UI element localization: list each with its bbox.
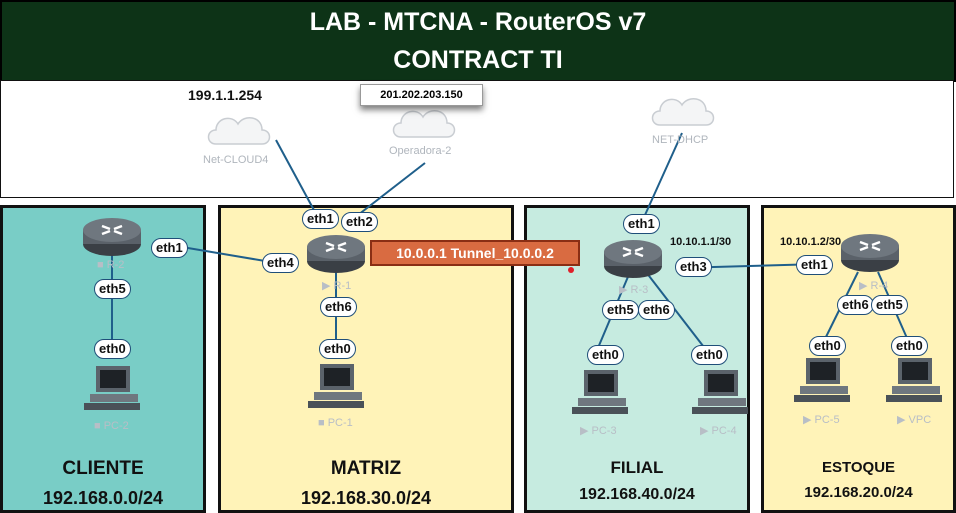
r3-eth5-label: eth5	[602, 300, 639, 320]
pc2-label: ■ PC-2	[94, 420, 129, 432]
pc4-eth0-label: eth0	[691, 345, 728, 365]
vpc-label: ▶ VPC	[897, 414, 932, 426]
pc3-label: ▶ PC-3	[580, 425, 617, 437]
pc4-label: ▶ PC-4	[700, 425, 737, 437]
r3-eth6-label: eth6	[638, 300, 675, 320]
tunnel-box: 10.0.0.1 Tunnel_10.0.0.2	[370, 240, 580, 266]
zone-estoque-name: ESTOQUE	[821, 459, 896, 476]
router-icon[interactable]	[81, 216, 143, 258]
zone-estoque-net: 192.168.20.0/24	[804, 484, 913, 501]
r1-eth1-label: eth1	[302, 209, 339, 229]
cloud-icon	[207, 117, 271, 145]
zone-cliente-net: 192.168.0.0/24	[42, 488, 164, 508]
pc1-label: ■ PC-1	[318, 417, 353, 429]
vpc-eth0-label: eth0	[891, 336, 928, 356]
zone-matriz-name: MATRIZ	[330, 458, 402, 479]
r4-eth1-ip: 10.10.1.2/30	[780, 236, 842, 248]
operadora2-label: Operadora-2	[389, 145, 452, 157]
pc-icon[interactable]	[84, 366, 140, 410]
link-dot	[568, 267, 574, 273]
r4-eth5-label: eth5	[871, 295, 908, 315]
r4-label: ▶ R-4	[859, 280, 889, 292]
r3-eth3-ip: 10.10.1.1/30	[670, 236, 732, 248]
diagram-title: LAB - MTCNA - RouterOS v7	[309, 8, 647, 36]
pc-icon[interactable]	[572, 370, 628, 414]
pc5-label: ▶ PC-5	[803, 414, 840, 426]
zone-cliente-name: CLIENTE	[62, 458, 144, 479]
zone-filial-net: 192.168.40.0/24	[579, 486, 695, 503]
r2-eth1-label: eth1	[151, 238, 188, 258]
net-dhcp-label: NET-DHCP	[652, 134, 709, 146]
r4-eth6-label: eth6	[837, 295, 874, 315]
pc3-eth0-label: eth0	[587, 345, 624, 365]
diagram-header: LAB - MTCNA - RouterOS v7 CONTRACT TI	[0, 0, 956, 82]
cloud-icon	[651, 98, 715, 126]
r3-label: ▶ R-3	[619, 284, 649, 296]
pc-icon[interactable]	[308, 364, 364, 408]
r1-eth2-label: eth2	[341, 212, 378, 232]
r1-label: ▶ R-1	[322, 280, 352, 292]
router-icon[interactable]	[305, 233, 367, 275]
pc-icon[interactable]	[692, 370, 748, 414]
pc-icon[interactable]	[886, 358, 942, 402]
net-cloud4-ip: 199.1.1.254	[188, 87, 262, 103]
router-icon[interactable]	[839, 232, 901, 274]
pc1-eth0-label: eth0	[319, 339, 356, 359]
zone-matriz-net: 192.168.30.0/24	[300, 488, 432, 508]
r1-eth4-label: eth4	[262, 253, 299, 273]
pc-icon[interactable]	[794, 358, 850, 402]
operadora2-ip: 201.202.203.150	[360, 84, 483, 106]
r3-eth1-label: eth1	[623, 214, 660, 234]
diagram-subtitle: CONTRACT TI	[393, 46, 563, 74]
net-cloud4-label: Net-CLOUD4	[203, 154, 269, 166]
r1-eth6-label: eth6	[320, 297, 357, 317]
pc2-eth0-label: eth0	[94, 339, 131, 359]
r2-eth5-label: eth5	[94, 279, 131, 299]
r3-eth3-label: eth3	[675, 257, 712, 277]
r2-label: ■ R-2	[97, 259, 125, 271]
r4-eth1-label: eth1	[796, 255, 833, 275]
zone-filial-name: FILIAL	[610, 458, 664, 477]
pc5-eth0-label: eth0	[809, 336, 846, 356]
router-icon[interactable]	[602, 238, 664, 280]
cloud-icon	[392, 110, 456, 138]
